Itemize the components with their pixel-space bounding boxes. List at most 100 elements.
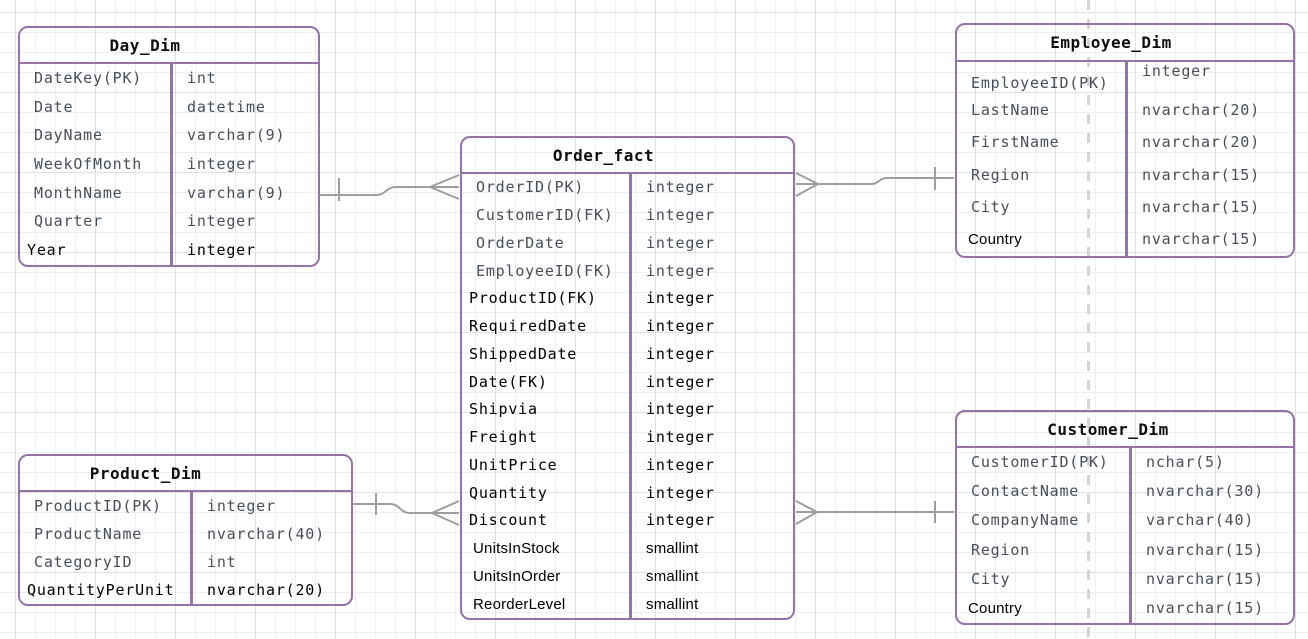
connector-order-fact-employee-dim[interactable]	[795, 167, 954, 197]
field-type: int	[207, 552, 237, 571]
field-type: datetime	[187, 97, 266, 116]
table-row[interactable]: ProductName nvarchar(40)	[20, 520, 351, 548]
table-row[interactable]: Country nvarchar(15)	[957, 224, 1293, 256]
field-name: UnitsInOrder	[473, 567, 561, 585]
table-row[interactable]: Freight integer	[462, 424, 793, 452]
field-type: integer	[646, 400, 715, 419]
table-row[interactable]: EmployeeID(FK)integer	[462, 257, 793, 285]
field-name: ProductID(PK)	[34, 496, 162, 515]
table-row[interactable]: RequiredDate integer	[462, 313, 793, 341]
field-type: integer	[646, 289, 715, 308]
field-name: Freight	[469, 428, 538, 447]
table-title: Order_fact	[462, 138, 793, 174]
field-type: nvarchar(15)	[1146, 540, 1264, 559]
field-name: DayName	[34, 126, 103, 145]
table-row[interactable]: UnitsInOrder smallint	[462, 563, 793, 591]
field-name: ContactName	[971, 482, 1080, 501]
table-row[interactable]: UnitPrice integer	[462, 452, 793, 480]
table-title: Product_Dim	[20, 456, 351, 492]
field-type: nvarchar(40)	[207, 524, 325, 543]
field-name: Quantity	[469, 483, 548, 502]
field-type: smallint	[646, 595, 699, 613]
field-type: nvarchar(15)	[1142, 230, 1260, 249]
table-row[interactable]: CustomerID(FK)integer	[462, 202, 793, 230]
field-type: integer	[187, 241, 256, 260]
field-type: integer	[646, 455, 715, 474]
table-row[interactable]: ProductID(FK)integer	[462, 285, 793, 313]
table-title: Employee_Dim	[957, 25, 1293, 62]
table-row[interactable]: DateKey(PK)int	[20, 64, 318, 93]
field-type: integer	[646, 261, 715, 280]
table-row[interactable]: CustomerID(PK)nchar(5)	[957, 448, 1293, 477]
field-name: ReorderLevel	[473, 595, 566, 613]
field-name: Country	[968, 599, 1022, 617]
field-type: integer	[646, 344, 715, 363]
field-name: UnitPrice	[469, 455, 558, 474]
field-type: nvarchar(20)	[207, 580, 325, 599]
field-type: nvarchar(20)	[1142, 133, 1260, 152]
table-row[interactable]: DayName varchar(9)	[20, 121, 318, 150]
field-name: FirstName	[971, 133, 1060, 152]
table-customer-dim[interactable]: Customer_Dim CustomerID(PK)nchar(5)Conta…	[955, 410, 1295, 625]
field-type: integer	[646, 317, 715, 336]
table-row[interactable]: Country nvarchar(15)	[957, 594, 1293, 623]
field-type: smallint	[646, 540, 699, 558]
connector-day-dim-order-fact[interactable]	[318, 174, 460, 201]
table-row[interactable]: EmployeeID(PK)integer	[957, 62, 1293, 94]
table-row[interactable]: ReorderLevel smallint	[462, 590, 793, 618]
field-type: varchar(9)	[187, 183, 286, 202]
field-name: RequiredDate	[469, 317, 587, 336]
table-row[interactable]: ProductID(PK)integer	[20, 492, 351, 520]
connector-product-dim-order-fact[interactable]	[353, 493, 460, 526]
table-row[interactable]: QuantityPerUnit nvarchar(20)	[20, 576, 351, 604]
field-type: smallint	[646, 567, 699, 585]
table-row[interactable]: Region nvarchar(15)	[957, 536, 1293, 565]
field-name: Country	[968, 231, 1022, 249]
field-type: nchar(5)	[1146, 453, 1225, 472]
table-row[interactable]: OrderID(PK)integer	[462, 174, 793, 202]
connector-order-fact-customer-dim[interactable]	[795, 500, 954, 525]
field-type: integer	[646, 178, 715, 197]
field-name: ProductName	[34, 524, 143, 543]
field-name: LastName	[971, 100, 1050, 119]
field-type: varchar(9)	[187, 126, 286, 145]
field-type: integer	[646, 428, 715, 447]
field-name: QuantityPerUnit	[27, 580, 175, 599]
field-name: Region	[971, 540, 1030, 559]
table-row[interactable]: Date(FK)integer	[462, 368, 793, 396]
field-type: nvarchar(15)	[1146, 598, 1264, 617]
field-name: Date(FK)	[469, 372, 548, 391]
field-type: varchar(40)	[1146, 511, 1255, 530]
field-name: Region	[971, 165, 1030, 184]
table-row[interactable]: FirstName nvarchar(20)	[957, 127, 1293, 159]
